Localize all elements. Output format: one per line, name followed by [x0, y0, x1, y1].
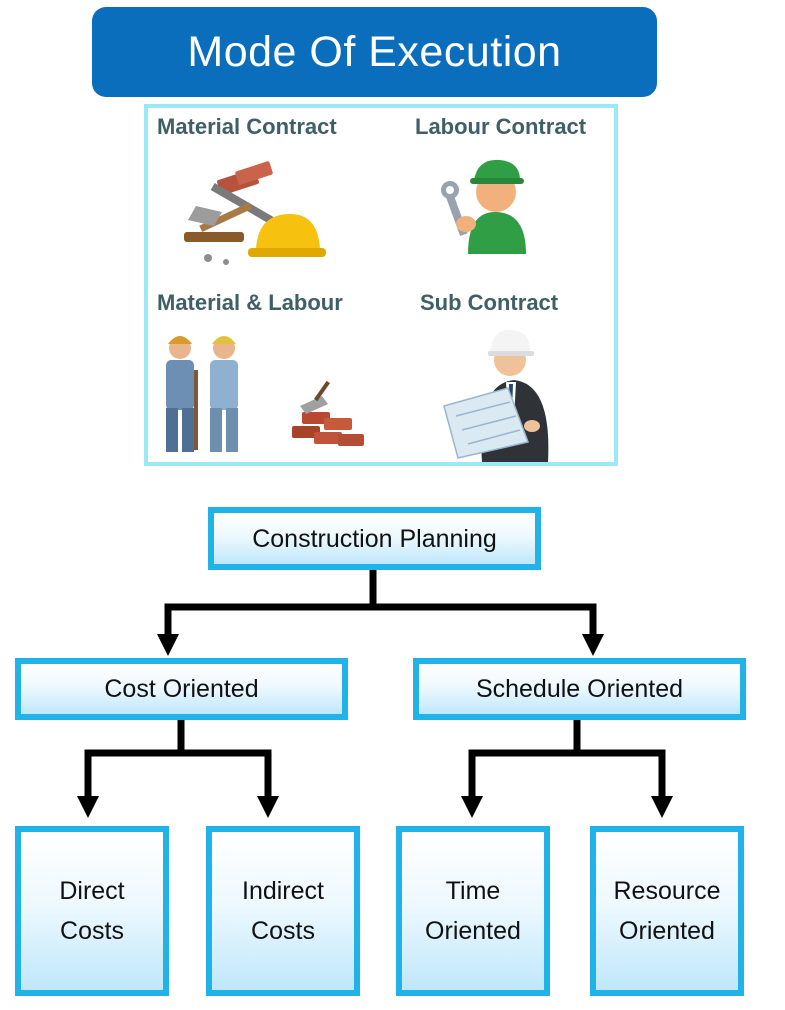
schedule-oriented-label: Schedule Oriented	[475, 675, 684, 703]
arrow-icon	[77, 796, 99, 818]
arrow-icon	[257, 796, 279, 818]
indirect-costs-node: Indirect Costs	[206, 826, 360, 996]
indirect-costs-line2: Costs	[251, 917, 315, 945]
material-contract-label: Material Contract	[157, 114, 337, 139]
construction-planning-label: Construction Planning	[252, 524, 497, 553]
time-oriented-line2: Oriented	[425, 917, 521, 945]
arrow-icon	[157, 634, 179, 656]
direct-costs-node: Direct Costs	[15, 826, 169, 996]
modes-panel: Material Contract Labour Contract Materi…	[144, 104, 618, 466]
workers-and-bricks-icon	[166, 336, 364, 452]
resource-oriented-line2: Oriented	[619, 917, 715, 945]
page-title: Mode Of Execution	[92, 7, 657, 97]
resource-oriented-node: Resource Oriented	[590, 826, 744, 996]
arrow-icon	[461, 796, 483, 818]
construction-planning-node: Construction Planning	[208, 507, 541, 570]
time-oriented-line1: Time	[445, 877, 501, 905]
material-labour-label: Material & Labour	[157, 290, 343, 315]
cost-oriented-label: Cost Oriented	[104, 675, 259, 703]
arrow-icon	[651, 796, 673, 818]
tools-and-hard-hat-icon	[184, 161, 326, 265]
direct-costs-line2: Costs	[60, 917, 124, 945]
sub-contract-label: Sub Contract	[420, 290, 559, 315]
labour-contract-label: Labour Contract	[415, 114, 587, 139]
engineer-with-blueprint-icon	[443, 329, 549, 462]
schedule-oriented-node: Schedule Oriented	[413, 658, 746, 720]
arrow-icon	[582, 634, 604, 656]
time-oriented-node: Time Oriented	[396, 826, 550, 996]
cost-oriented-node: Cost Oriented	[15, 658, 348, 720]
resource-oriented-line1: Resource	[613, 877, 721, 905]
direct-costs-line1: Direct	[59, 877, 125, 905]
worker-with-wrench-icon	[441, 159, 526, 254]
indirect-costs-line1: Indirect	[242, 877, 324, 905]
